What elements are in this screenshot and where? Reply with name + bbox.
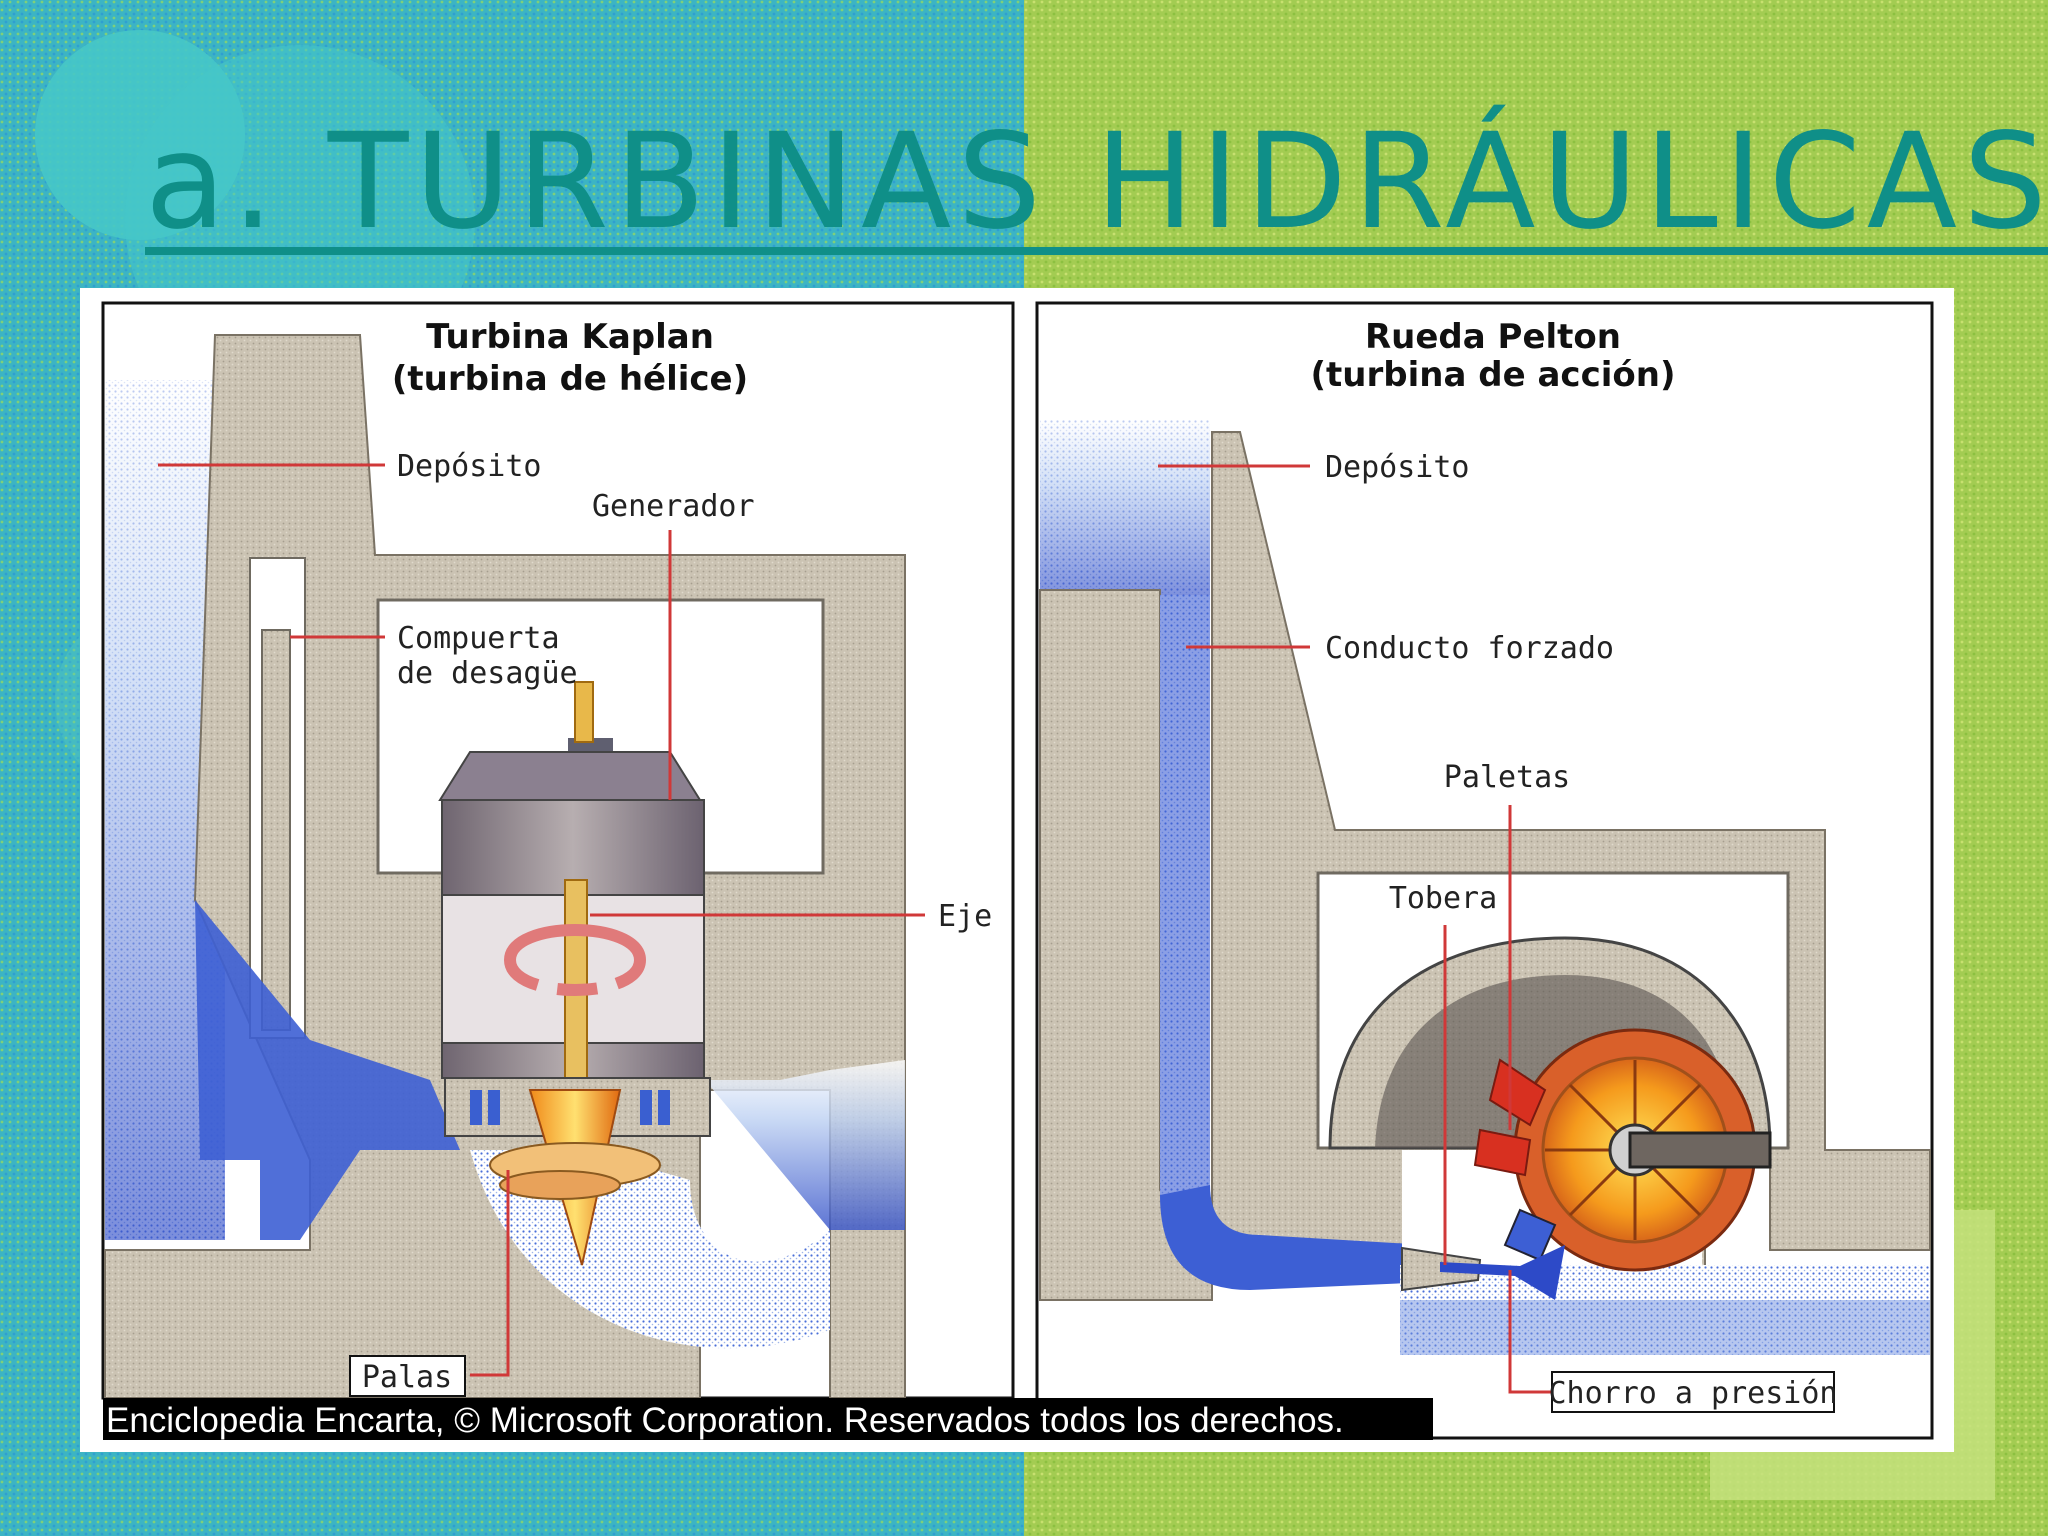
kaplan-intake-water xyxy=(195,900,460,1240)
kaplan-labels: Turbina Kaplan (turbina de hélice) Depós… xyxy=(158,317,992,1397)
label-conducto: Conducto forzado xyxy=(1325,631,1614,666)
label-compuerta-2: de desagüe xyxy=(397,656,578,691)
label-eje: Eje xyxy=(938,899,992,934)
pelton-title-line2: (turbina de acción) xyxy=(1311,355,1676,395)
sluice-gate xyxy=(261,629,291,1031)
pelton-title-line1: Rueda Pelton xyxy=(1365,317,1621,357)
kaplan-panel: Turbina Kaplan (turbina de hélice) Depós… xyxy=(101,301,1015,1400)
kaplan-outlet-water xyxy=(470,1150,830,1349)
pelton-wheel xyxy=(1473,1028,1772,1272)
kaplan-shaft-top xyxy=(574,681,594,743)
credit-bar xyxy=(103,1398,1433,1440)
credit-text: Enciclopedia Encarta, © Microsoft Corpor… xyxy=(106,1401,1344,1440)
pelton-panel: Rueda Pelton (turbina de acción) Depósit… xyxy=(1035,301,1934,1440)
label-chorro: Chorro a presión xyxy=(1549,1376,1838,1411)
slide-title: a. TURBINAS HIDRÁULICAS xyxy=(145,105,2048,259)
label-palas: Palas xyxy=(362,1360,452,1395)
water-jet xyxy=(1440,1245,1565,1300)
label-paletas: Paletas xyxy=(1444,760,1570,795)
wheel-axle xyxy=(1628,1131,1772,1169)
kaplan-title-line2: (turbina de hélice) xyxy=(392,359,748,399)
label-deposito-pelton: Depósito xyxy=(1325,450,1470,485)
label-generador: Generador xyxy=(592,489,755,524)
pelton-labels: Rueda Pelton (turbina de acción) Depósit… xyxy=(1158,317,1838,1413)
label-tobera: Tobera xyxy=(1389,881,1497,916)
kaplan-title-line1: Turbina Kaplan xyxy=(426,317,714,357)
label-deposito-kaplan: Depósito xyxy=(397,449,542,484)
label-compuerta-1: Compuerta xyxy=(397,621,560,656)
